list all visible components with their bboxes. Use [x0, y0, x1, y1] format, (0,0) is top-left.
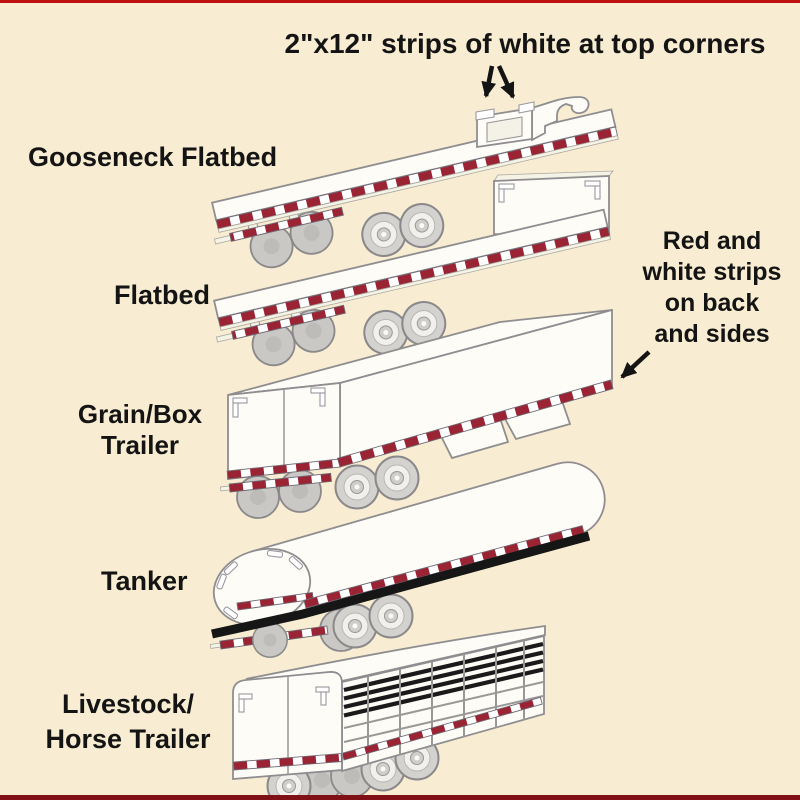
- frame-rail: [211, 531, 591, 639]
- label-grain-box-trailer: Grain/Box Trailer: [77, 399, 203, 460]
- wheel: [334, 464, 380, 510]
- side-conspicuity-stripe: [341, 696, 543, 761]
- tanker-illustration: [209, 461, 606, 658]
- conspicuity-stripe: [228, 472, 332, 493]
- tank-rim-strips: [216, 549, 303, 620]
- flatbed-illustration: [213, 170, 614, 371]
- grain-box-trailer-illustration: [219, 308, 614, 519]
- front-conspicuity-stripe: [232, 753, 343, 771]
- gooseneck-notch: [486, 116, 523, 143]
- top-corner-arrows: [481, 65, 516, 99]
- top-note: 2"x12" strips of white at top corners: [284, 28, 766, 59]
- label-tanker: Tanker: [101, 566, 188, 596]
- arrow-down-icon: [496, 65, 516, 99]
- livestock-horse-trailer-illustration: [232, 624, 546, 800]
- arrow-down-icon: [481, 65, 497, 98]
- side-slats: [343, 641, 544, 743]
- headboard-corner-marks: [498, 180, 601, 203]
- top-border-strip: [0, 0, 800, 3]
- side-note-arrow-icon: [620, 350, 651, 379]
- deck-lip: [217, 135, 619, 233]
- white-corner-strip: [475, 108, 495, 121]
- wheel: [374, 455, 420, 501]
- conspicuity-stripe: [231, 304, 346, 340]
- bottom-border-strip: [0, 795, 800, 800]
- box-corner-marks: [232, 387, 326, 418]
- end-conspicuity-stripe: [236, 591, 314, 611]
- side-note: Red and white strips on back and sides: [642, 227, 782, 348]
- front-corner-marks: [238, 686, 330, 713]
- gooseneck-flatbed-illustration: [211, 96, 619, 273]
- label-livestock-horse-trailer: Livestock/ Horse Trailer: [45, 689, 211, 754]
- white-corner-strip: [518, 101, 535, 114]
- gooseneck-hook: [531, 96, 590, 142]
- label-gooseneck-flatbed: Gooseneck Flatbed: [28, 142, 278, 172]
- deck-lip: [219, 235, 612, 331]
- gooseneck: [475, 96, 590, 149]
- label-flatbed: Flatbed: [114, 280, 211, 310]
- wheel: [368, 593, 414, 639]
- side-conspicuity-stripe: [336, 379, 614, 468]
- conspicuity-stripe: [229, 206, 344, 242]
